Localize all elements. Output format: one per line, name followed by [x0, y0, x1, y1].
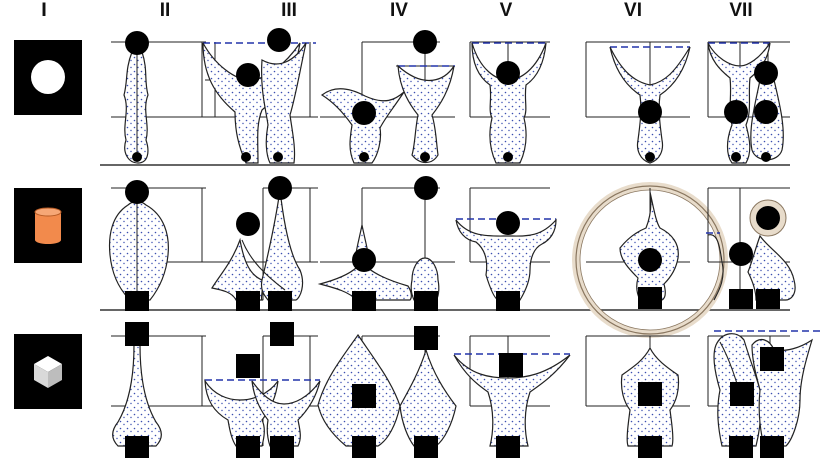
- cube-marker: [270, 436, 294, 458]
- cube-marker: [496, 291, 520, 311]
- sphere-marker: [241, 152, 251, 162]
- cylinder-marker: [414, 176, 438, 200]
- row3-col6-panel: [585, 335, 690, 458]
- cylinder-icon: [14, 188, 82, 263]
- sphere-marker: [496, 61, 520, 85]
- cube-marker: [729, 289, 753, 309]
- sphere-marker: [731, 152, 741, 162]
- row3-col5-panel: [453, 335, 571, 458]
- row1-col7-panel: [707, 41, 790, 164]
- cube-marker: [268, 291, 292, 311]
- column-label-6: VI: [624, 0, 642, 21]
- cube-marker: [638, 436, 662, 458]
- row1-col4-panel: [320, 30, 455, 164]
- row1-col5-panel: [469, 41, 550, 164]
- cube-marker: [730, 382, 754, 406]
- cylinder-marker: [125, 180, 149, 204]
- row1-col6-panel: [585, 41, 691, 164]
- cube-marker: [352, 291, 376, 311]
- sphere-icon: [14, 40, 82, 115]
- sphere-marker: [125, 31, 149, 55]
- cube-marker: [414, 326, 438, 350]
- column-label-2: II: [159, 0, 171, 21]
- cube-marker: [499, 353, 523, 377]
- sphere-marker: [503, 152, 513, 162]
- column-label-5: V: [499, 0, 513, 21]
- row2-col5-panel: [455, 187, 557, 311]
- sphere-marker: [267, 28, 291, 52]
- row2-col6-panel: [572, 182, 728, 338]
- row3-col7-panel: [707, 330, 821, 458]
- column-label-1-top: I: [41, 0, 47, 21]
- row2-col7-panel: [706, 187, 796, 309]
- cube-marker: [756, 289, 780, 309]
- cylinder-marker: [496, 211, 520, 235]
- cube-marker: [236, 436, 260, 458]
- row3-col2-panel: [111, 322, 206, 458]
- column-label-7: VII: [729, 0, 753, 21]
- cube-marker: [729, 436, 753, 458]
- cube-marker: [236, 354, 260, 378]
- row3-col3-panel: [204, 322, 321, 458]
- cube-marker: [638, 287, 662, 309]
- cube-marker: [414, 291, 438, 311]
- sphere-marker: [638, 100, 662, 124]
- sphere-marker: [413, 30, 437, 54]
- sphere-marker: [420, 152, 430, 162]
- column-label-3: III: [281, 0, 297, 21]
- column-label-1: I: [41, 0, 47, 21]
- row2-col4-panel: [317, 176, 455, 311]
- cube-marker: [125, 322, 149, 346]
- cylinder-marker: [638, 248, 662, 272]
- sphere-marker: [359, 152, 369, 162]
- cube-marker: [760, 347, 784, 371]
- cube-marker: [236, 291, 260, 311]
- cube-marker: [638, 382, 662, 406]
- cube-marker: [496, 436, 520, 458]
- cylinder-marker: [236, 212, 260, 236]
- cube-marker: [125, 291, 149, 311]
- cylinder-marker: [729, 242, 753, 266]
- cube-marker: [352, 384, 376, 408]
- sphere-marker: [273, 152, 283, 162]
- row1-col3-panel: [202, 28, 318, 164]
- sphere-marker: [754, 100, 778, 124]
- cylinder-marker: [756, 206, 780, 230]
- sphere-marker: [645, 152, 655, 162]
- cube-marker: [414, 436, 438, 458]
- cube-marker: [125, 436, 149, 458]
- row3-col4-panel: [317, 326, 457, 458]
- sphere-marker: [754, 61, 778, 85]
- row2-col2-panel: [108, 180, 206, 311]
- cube-marker: [352, 436, 376, 458]
- row1-col2-panel: [111, 31, 206, 164]
- row2-col3-panel: [205, 176, 318, 311]
- column-label-4: IV: [390, 0, 408, 21]
- sphere-marker: [761, 152, 771, 162]
- cylinder-marker: [268, 176, 292, 200]
- cube-marker: [270, 322, 294, 346]
- sphere-marker: [132, 152, 142, 162]
- cylinder-marker: [352, 248, 376, 272]
- cube-marker: [760, 436, 784, 458]
- sphere-marker: [352, 101, 376, 125]
- sphere-marker: [724, 100, 748, 124]
- cube-icon: [14, 334, 82, 409]
- sphere-marker: [236, 63, 260, 87]
